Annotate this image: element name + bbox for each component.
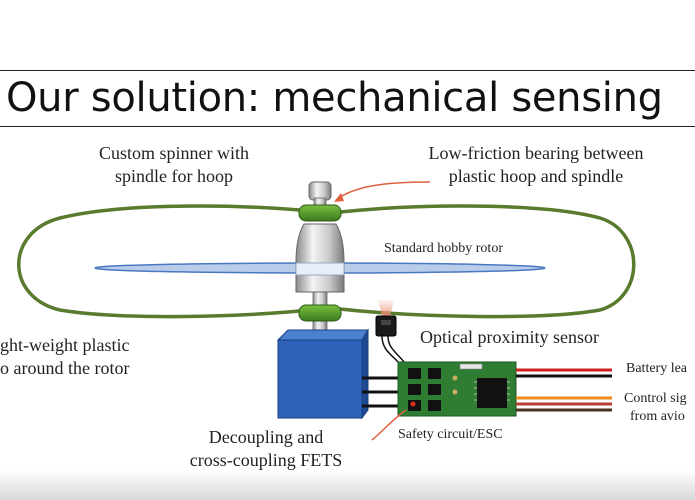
label-hoop-line-2: o around the rotor <box>0 358 130 378</box>
optical-sensor <box>375 315 397 337</box>
label-spinner-line-2: spindle for hoop <box>115 166 233 186</box>
sensor-beam <box>378 300 394 316</box>
bearing-pointer-arrow <box>335 181 431 201</box>
motor-top <box>276 329 369 341</box>
fet-chip-4 <box>428 384 441 395</box>
sensor-cable <box>381 335 399 363</box>
label-safety: Safety circuit/ESC <box>398 427 503 442</box>
label-optical-sensor: Optical proximity sensor <box>420 327 599 347</box>
label-rotor: Standard hobby rotor <box>384 241 503 256</box>
motor-body <box>277 339 363 419</box>
label-hoop: ght-weight plastic o around the rotor <box>0 334 129 380</box>
label-fets: Decoupling and cross-coupling FETS <box>168 426 364 472</box>
board-component-dot <box>452 375 458 381</box>
label-hoop-line-1: ght-weight plastic <box>0 335 130 355</box>
label-bearing: Low-friction bearing between plastic hoo… <box>404 142 668 188</box>
safety-pointer-arrow <box>371 409 407 441</box>
hub-band <box>295 262 345 276</box>
fet-chip-2 <box>428 368 441 379</box>
board-connector <box>459 363 483 370</box>
label-spinner: Custom spinner with spindle for hoop <box>78 142 270 188</box>
spinner-cap <box>308 181 332 201</box>
microcontroller-pins <box>474 381 510 401</box>
label-fets-line-1: Decoupling and <box>208 427 324 447</box>
label-bearing-line-1: Low-friction bearing between <box>428 143 644 163</box>
rotor-hub <box>295 223 345 293</box>
label-fets-line-2: cross-coupling FETS <box>189 450 343 470</box>
label-control-line-1: Control sig <box>624 391 687 406</box>
label-battery: Battery lea <box>626 361 688 376</box>
board-red-led <box>410 401 416 407</box>
optical-sensor-lens <box>381 320 391 325</box>
lower-bearing <box>298 304 342 322</box>
bearing-arrow-head <box>334 193 344 202</box>
fet-chip-1 <box>408 368 421 379</box>
label-control: Control sig from avio <box>624 390 695 426</box>
title-band <box>0 70 695 127</box>
upper-bearing <box>298 204 342 222</box>
label-bearing-line-2: plastic hoop and spindle <box>448 166 624 186</box>
microcontroller-chip <box>477 378 507 408</box>
fet-chip-6 <box>428 400 441 411</box>
label-spinner-line-1: Custom spinner with <box>98 143 249 163</box>
board-component-dot-2 <box>452 389 458 395</box>
label-control-line-2: from avio <box>630 409 685 424</box>
sensor-cable-2 <box>387 335 405 363</box>
slide-title: Our solution: mechanical sensing <box>6 75 663 121</box>
fet-chip-3 <box>408 384 421 395</box>
video-bottom-fade <box>0 470 695 500</box>
